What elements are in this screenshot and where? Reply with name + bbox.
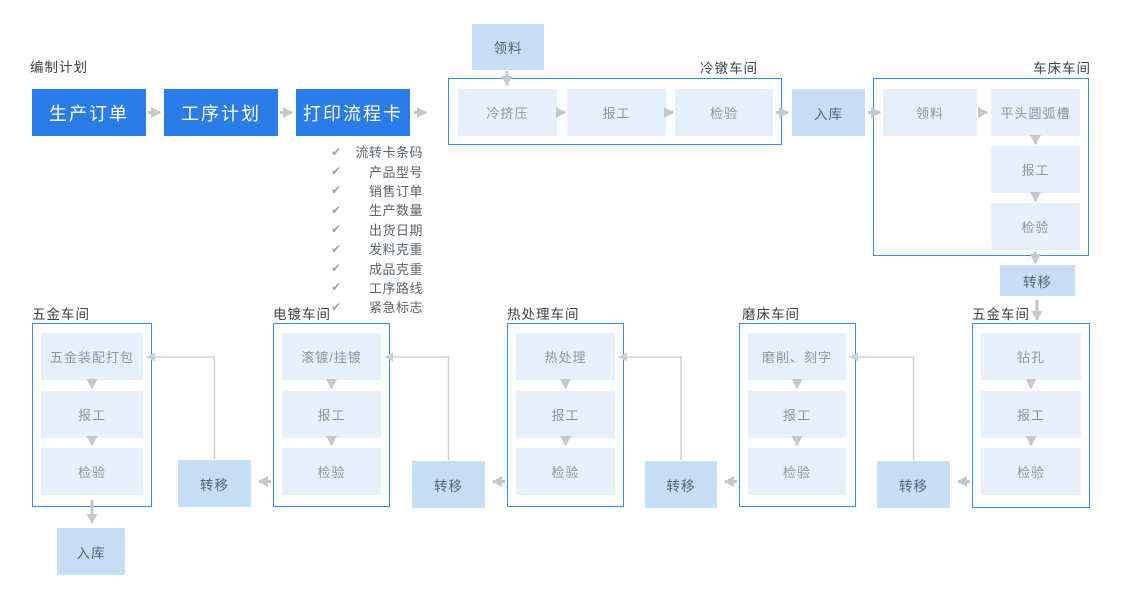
node-pick-material-top: 领料 bbox=[472, 24, 544, 70]
node-flat-head-arc-groove: 平头圆弧槽 bbox=[991, 89, 1080, 136]
checklist-row: ✔ 工序路线 bbox=[331, 278, 423, 297]
check-icon: ✔ bbox=[331, 202, 342, 217]
node-report-work: 报工 bbox=[991, 146, 1080, 193]
workshop-label-lathe: 车床车间 bbox=[1033, 61, 1091, 76]
check-icon: ✔ bbox=[331, 222, 342, 237]
node-pick-material-lathe: 领料 bbox=[883, 89, 977, 136]
node-transfer-3: 转移 bbox=[645, 461, 717, 508]
checklist-row: ✔ 产品型号 bbox=[331, 161, 423, 180]
section-label-planning: 编制计划 bbox=[30, 60, 88, 75]
checklist-row: ✔ 流转卡条码 bbox=[331, 142, 423, 161]
node-barrel-rack-plating: 滚镀/挂镀 bbox=[282, 333, 381, 380]
checklist-item-label: 流转卡条码 bbox=[355, 145, 423, 161]
node-inspection: 检验 bbox=[675, 89, 773, 136]
checklist-item-label: 成品克重 bbox=[368, 261, 423, 277]
workshop-label-grinding: 磨床车间 bbox=[742, 307, 800, 322]
workshop-label-plating: 电镀车间 bbox=[273, 307, 331, 322]
node-report-work: 报工 bbox=[567, 89, 666, 136]
check-icon: ✔ bbox=[331, 280, 342, 295]
node-inspection: 检验 bbox=[981, 448, 1081, 495]
checklist-row: ✔ 成品克重 bbox=[331, 258, 423, 277]
checklist-row: ✔ 出货日期 bbox=[331, 220, 423, 239]
node-warehouse-in-bottom: 入库 bbox=[57, 528, 125, 575]
node-transfer-1: 转移 bbox=[178, 460, 251, 507]
node-report-work: 报工 bbox=[748, 391, 846, 438]
checklist-item-label: 销售订单 bbox=[368, 183, 423, 199]
node-transfer-lathe: 转移 bbox=[1000, 265, 1075, 296]
node-warehouse-in-top: 入库 bbox=[792, 89, 865, 136]
check-icon: ✔ bbox=[331, 164, 342, 179]
workshop-label-hardware-right: 五金车间 bbox=[972, 307, 1030, 322]
node-cold-extrusion: 冷挤压 bbox=[458, 89, 557, 136]
node-heat-treatment: 热处理 bbox=[516, 333, 615, 380]
check-icon: ✔ bbox=[331, 183, 342, 198]
node-inspection: 检验 bbox=[282, 448, 381, 495]
node-hardware-assembly-packing: 五金装配打包 bbox=[41, 333, 143, 380]
checklist-row: ✔ 紧急标志 bbox=[331, 297, 423, 316]
checklist-item-label: 出货日期 bbox=[368, 222, 423, 238]
node-inspection: 检验 bbox=[991, 203, 1080, 250]
check-icon: ✔ bbox=[331, 241, 342, 256]
plan-step-process-plan: 工序计划 bbox=[164, 89, 278, 136]
checklist-row: ✔ 生产数量 bbox=[331, 200, 423, 219]
checklist-row: ✔ 发料克重 bbox=[331, 239, 423, 258]
node-transfer-2: 转移 bbox=[412, 461, 485, 508]
workshop-label-hardware-left: 五金车间 bbox=[32, 307, 90, 322]
checklist-row: ✔ 销售订单 bbox=[331, 181, 423, 200]
node-drilling: 钻孔 bbox=[981, 333, 1081, 380]
checklist-item-label: 生产数量 bbox=[368, 203, 423, 219]
node-inspection: 检验 bbox=[748, 448, 846, 495]
elbow-connector bbox=[146, 352, 216, 459]
plan-step-production-order: 生产订单 bbox=[32, 89, 146, 136]
node-report-work: 报工 bbox=[981, 391, 1081, 438]
node-report-work: 报工 bbox=[282, 391, 381, 438]
node-inspection: 检验 bbox=[41, 448, 143, 495]
check-icon: ✔ bbox=[331, 299, 342, 314]
node-report-work: 报工 bbox=[41, 391, 143, 438]
workshop-lathe bbox=[873, 78, 1089, 256]
workshop-label-cold-heading: 冷镦车间 bbox=[700, 61, 758, 76]
checklist-item-label: 发料克重 bbox=[368, 242, 423, 258]
checklist-item-label: 产品型号 bbox=[368, 164, 423, 180]
node-report-work: 报工 bbox=[516, 391, 615, 438]
checklist-item-label: 工序路线 bbox=[368, 280, 423, 296]
checklist-item-label: 紧急标志 bbox=[368, 300, 423, 316]
check-icon: ✔ bbox=[331, 144, 342, 159]
elbow-connector bbox=[384, 352, 450, 460]
node-grinding-engraving: 磨削、刻字 bbox=[748, 333, 846, 380]
node-inspection: 检验 bbox=[516, 448, 615, 495]
workshop-hardware-right bbox=[972, 323, 1090, 508]
node-transfer-4: 转移 bbox=[877, 461, 950, 508]
elbow-connector bbox=[618, 352, 682, 460]
check-icon: ✔ bbox=[331, 261, 342, 276]
card-field-checklist: ✔ 流转卡条码 ✔ 产品型号 ✔ 销售订单 ✔ 生产数量 ✔ 出货日期 ✔ 发料克重 ✔ 成品… bbox=[331, 142, 423, 317]
elbow-connector bbox=[849, 352, 915, 460]
workshop-label-heat-treatment: 热处理车间 bbox=[507, 307, 580, 322]
plan-step-print-flow-card: 打印流程卡 bbox=[296, 89, 410, 136]
